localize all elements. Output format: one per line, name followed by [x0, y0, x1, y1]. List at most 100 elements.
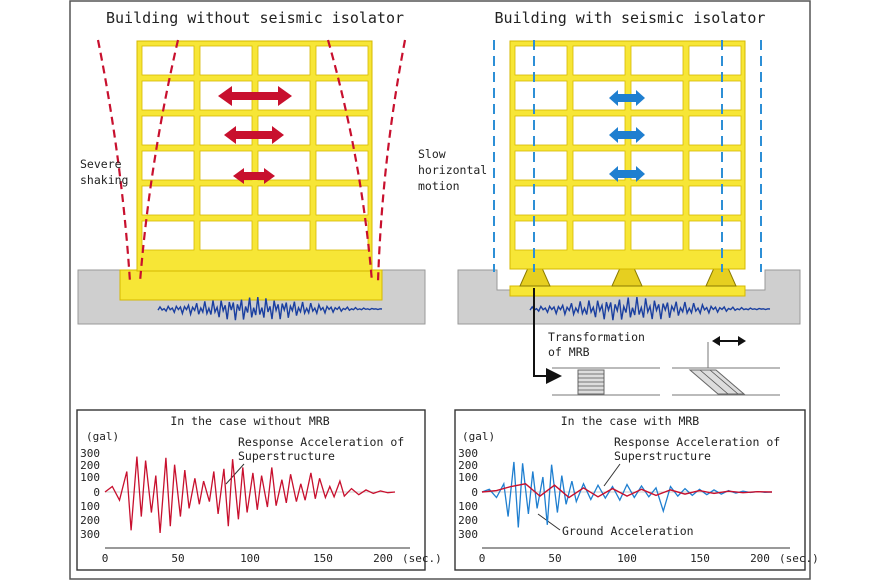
chart2-ytick-100-bottom: 100	[458, 500, 478, 513]
chart1-xtick-150: 150	[313, 552, 333, 565]
window-pane	[257, 115, 311, 146]
chart2-x-ticks: 0 50 100 150 200 (sec.)	[479, 552, 819, 565]
left-shake-arrows	[218, 86, 292, 184]
chart2-annotation-line1: Response Acceleration of	[614, 435, 780, 449]
window-pane	[199, 220, 253, 251]
chart2-series-response	[481, 483, 773, 499]
window-pane	[141, 115, 195, 146]
window-pane	[315, 220, 369, 251]
left-title: Building without seismic isolator	[106, 9, 404, 27]
window-pane	[688, 220, 742, 251]
window-pane	[514, 185, 568, 216]
right-ground-wave	[529, 297, 771, 321]
chart1-y-ticks: 300 200 100 0 100 200 300	[80, 447, 100, 541]
chart1-ytick-200-bottom: 200	[80, 514, 100, 527]
mrb-motion-arrowhead-right	[738, 336, 746, 346]
window-pane	[688, 150, 742, 181]
chart1-annotation-leader	[225, 463, 245, 485]
chart2-xtick-100: 100	[617, 552, 637, 565]
right-isolators	[519, 267, 737, 287]
chart1-xtick-100: 100	[240, 552, 260, 565]
right-label-line2: horizontal	[418, 163, 487, 177]
window-pane	[688, 185, 742, 216]
chart2-x-unit: (sec.)	[779, 552, 819, 565]
red-arrow-medium	[224, 126, 284, 144]
window-pane	[199, 45, 253, 76]
left-sway-curve-3	[326, 39, 374, 283]
chart2-title: In the case with MRB	[561, 414, 700, 428]
chart2-xtick-150: 150	[690, 552, 710, 565]
chart2-annotation-line2: Superstructure	[614, 449, 711, 463]
window-pane	[199, 185, 253, 216]
window-pane	[257, 185, 311, 216]
chart2-xtick-0: 0	[479, 552, 486, 565]
window-pane	[688, 115, 742, 146]
chart2-series-ground	[481, 461, 773, 528]
chart1-xtick-50: 50	[171, 552, 184, 565]
right-motion-arrows	[609, 90, 645, 182]
left-windows	[141, 45, 369, 251]
chart1-ytick-300-bottom: 300	[80, 528, 100, 541]
window-pane	[315, 45, 369, 76]
chart2-ytick-200-bottom: 200	[458, 514, 478, 527]
chart2-ytick-300-top: 300	[458, 447, 478, 460]
window-pane	[572, 185, 626, 216]
chart2-xtick-50: 50	[548, 552, 561, 565]
left-sway-curve-2	[138, 39, 180, 283]
chart1-series-response	[104, 456, 396, 534]
right-label-line1: Slow	[418, 147, 446, 161]
mrb-callout-arrow	[533, 288, 562, 384]
chart1-xtick-200: 200	[373, 552, 393, 565]
left-sway-curve-4	[376, 39, 407, 283]
right-vertical-dashes	[493, 40, 762, 272]
chart-with-mrb: In the case with MRB (gal) Response Acce…	[454, 409, 819, 571]
window-pane	[514, 220, 568, 251]
window-pane	[572, 45, 626, 76]
blue-arrow-3	[609, 166, 645, 182]
chart1-ytick-100-top: 100	[80, 471, 100, 484]
chart1-y-unit: (gal)	[86, 430, 119, 443]
window-pane	[315, 115, 369, 146]
window-pane	[630, 185, 684, 216]
transform-label-line2: of MRB	[548, 345, 590, 359]
left-foundation	[119, 269, 383, 301]
transform-label-line1: Transformation	[548, 330, 645, 344]
chart2-ytick-300-bottom: 300	[458, 528, 478, 541]
left-ground-wave	[157, 297, 383, 321]
chart1-ytick-300-top: 300	[80, 447, 100, 460]
window-pane	[688, 45, 742, 76]
window-pane	[257, 45, 311, 76]
window-pane	[141, 185, 195, 216]
chart1-ytick-100-bottom: 100	[80, 500, 100, 513]
window-pane	[199, 115, 253, 146]
window-pane	[572, 220, 626, 251]
chart2-ground-label: Ground Acceleration	[562, 524, 694, 538]
chart2-annotation-leader	[603, 463, 621, 487]
chart1-annotation-line1: Response Acceleration of	[238, 435, 404, 449]
red-arrow-large	[218, 86, 292, 106]
left-label-line2: shaking	[80, 173, 128, 187]
chart1-ytick-200-top: 200	[80, 459, 100, 472]
right-ground	[457, 269, 801, 325]
window-pane	[514, 150, 568, 181]
left-illustration: Building without seismic isolator Severe…	[77, 9, 426, 325]
chart1-annotation-line2: Superstructure	[238, 449, 335, 463]
chart1-xtick-0: 0	[102, 552, 109, 565]
window-pane	[141, 45, 195, 76]
mrb-motion-arrowhead-left	[712, 336, 720, 346]
mrb-deformed-detail	[672, 336, 780, 396]
chart2-xtick-200: 200	[750, 552, 770, 565]
window-pane	[688, 80, 742, 111]
window-pane	[141, 220, 195, 251]
window-pane	[514, 45, 568, 76]
chart1-title: In the case without MRB	[170, 414, 329, 428]
window-pane	[257, 220, 311, 251]
chart2-ytick-100-top: 100	[458, 471, 478, 484]
window-pane	[514, 115, 568, 146]
chart1-ytick-0: 0	[93, 486, 100, 499]
left-sway-curve-1	[96, 39, 132, 283]
right-base-slab	[509, 285, 746, 297]
red-arrow-small	[233, 168, 275, 184]
